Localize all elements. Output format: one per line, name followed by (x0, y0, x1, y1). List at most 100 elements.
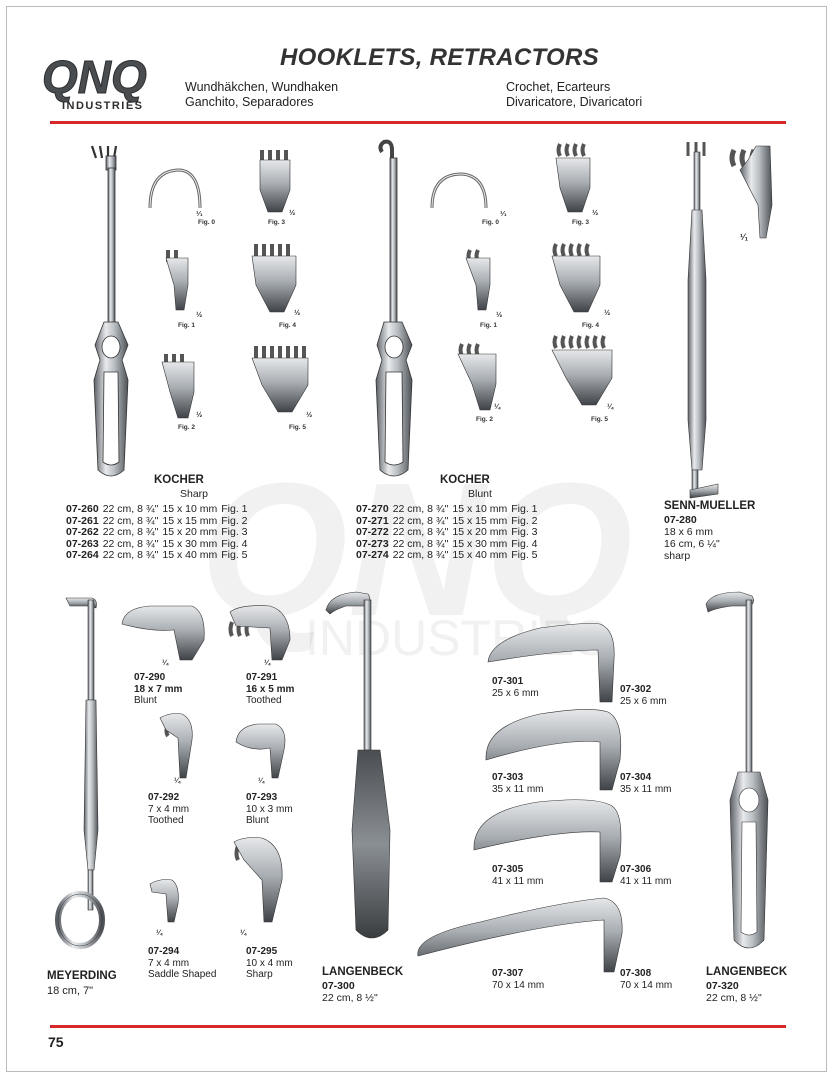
meyerding-item: 07-294 7 x 4 mm Saddle Shaped (148, 946, 216, 981)
item-code: 07-291 (246, 672, 278, 683)
cell-length: 22 cm, 8 ¾" (392, 526, 449, 538)
langenbeck-300-info: 07-300 22 cm, 8 ½" (322, 980, 378, 1004)
footer-rule (50, 1025, 786, 1028)
cell-size: 15 x 15 mm (452, 514, 508, 527)
item-size: 18 x 7 mm (134, 683, 183, 695)
cell-fig: Fig. 3 (221, 526, 248, 538)
cell-fig: Fig. 3 (511, 526, 538, 538)
senn-mueller-detail (729, 145, 773, 239)
scale-label: ¼ (607, 402, 614, 411)
kocher-sharp-fig2 (161, 354, 195, 419)
cell-size: 15 x 10 mm (162, 503, 218, 515)
item-code: 07-301 (492, 676, 524, 687)
cell-code: 07-262 (66, 526, 99, 538)
fig-label: Fig. 5 (289, 424, 306, 431)
german-title: Wundhäkchen, Wundhaken (185, 80, 339, 94)
item-size: 7 x 4 mm (148, 957, 190, 969)
senn-mueller-instrument (686, 142, 719, 499)
qnq-logo: QNQ INDUSTRIES (42, 55, 148, 112)
item-type: Blunt (134, 695, 157, 706)
scale-label: ¼ (264, 658, 271, 667)
blade-07-291 (228, 605, 291, 661)
kocher-blunt-name: KOCHER (440, 474, 490, 486)
cell-fig: Fig. 4 (221, 537, 248, 550)
langenbeck-320-code: 07-320 (706, 980, 739, 992)
senn-mueller-code: 07-280 (664, 514, 697, 526)
cell-fig: Fig. 1 (221, 503, 248, 515)
scale-label: ¼ (174, 776, 181, 785)
langenbeck-blade-301 (487, 623, 615, 703)
scale-label: ¹⁄₁ (500, 209, 507, 218)
blade-07-293 (235, 723, 286, 779)
langenbeck-320-info: 07-320 22 cm, 8 ½" (706, 980, 762, 1004)
blade-label-307: 07-307 70 x 14 mm (492, 968, 544, 991)
senn-mueller-size: 18 x 6 mm (664, 526, 714, 538)
blade-07-295 (233, 837, 283, 923)
cell-length: 22 cm, 8 ¾" (102, 514, 159, 527)
fig-label: Fig. 1 (480, 322, 497, 329)
kocher-sharp-fig0 (148, 168, 202, 209)
svg-text:INDUSTRIES: INDUSTRIES (62, 100, 142, 112)
cell-code: 07-260 (66, 503, 99, 515)
scale-label: ¹⁄₁ (740, 232, 749, 242)
kocher-blunt-fig3 (555, 143, 591, 213)
fig-label: Fig. 0 (198, 219, 215, 226)
cell-fig: Fig. 5 (221, 549, 248, 561)
subtitle-de-es: Wundhäkchen, Wundhaken Ganchito, Separad… (185, 80, 338, 110)
page-number: 75 (48, 1034, 64, 1050)
scale-label: ¹⁄₁ (196, 209, 203, 218)
fig-label: Fig. 1 (178, 322, 195, 329)
langenbeck-blade-303 (485, 709, 622, 791)
blade-label-302: 07-302 25 x 6 mm (620, 684, 667, 707)
meyerding-item: 07-290 18 x 7 mm Blunt (134, 672, 182, 707)
scale-label: ½ (289, 208, 296, 217)
kocher-sharp-fig5 (251, 346, 309, 413)
cell-code: 07-261 (66, 514, 99, 527)
scale-label: ½ (294, 308, 301, 317)
kocher-blunt-fig5 (551, 335, 613, 406)
item-size: 35 x 11 mm (492, 783, 544, 795)
blade-label-308: 07-308 70 x 14 mm (620, 968, 672, 991)
item-code: 07-294 (148, 946, 180, 957)
item-size: 10 x 3 mm (246, 803, 293, 815)
cell-fig: Fig. 1 (511, 503, 538, 515)
cell-code: 07-270 (356, 503, 389, 515)
scale-label: ½ (196, 310, 203, 319)
item-size: 35 x 11 mm (620, 783, 672, 795)
french-title: Crochet, Ecarteurs (506, 80, 611, 94)
kocher-sharp-fig3 (259, 150, 291, 213)
senn-mueller-length: 16 cm, 6 ¼" (664, 538, 720, 550)
item-size: 70 x 14 mm (492, 979, 545, 991)
kocher-sharp-name: KOCHER (154, 474, 204, 486)
langenbeck-blade-307 (417, 897, 623, 973)
cell-code: 07-274 (356, 549, 389, 561)
meyerding-name: MEYERDING (47, 970, 117, 982)
fig-label: Fig. 5 (591, 416, 608, 423)
item-code: 07-293 (246, 792, 278, 803)
senn-mueller-info: 07-280 18 x 6 mm 16 cm, 6 ¼" sharp (664, 514, 720, 562)
blade-07-292 (159, 713, 193, 779)
item-size: 10 x 4 mm (246, 957, 293, 969)
langenbeck-300-name: LANGENBECK (322, 966, 404, 978)
cell-size: 15 x 10 mm (452, 503, 508, 515)
meyerding-item: 07-292 7 x 4 mm Toothed (148, 792, 189, 827)
langenbeck-300-length: 22 cm, 8 ½" (322, 992, 378, 1004)
langenbeck-320-instrument (705, 591, 769, 949)
cell-size: 15 x 30 mm (452, 537, 508, 550)
blade-label-304: 07-304 35 x 11 mm (620, 772, 672, 795)
scale-label: ½ (496, 310, 503, 319)
cell-length: 22 cm, 8 ¾" (102, 503, 159, 515)
spanish-title: Ganchito, Separadores (185, 95, 314, 109)
langenbeck-300-instrument (325, 591, 391, 939)
item-type: Toothed (148, 815, 184, 826)
subtitle-fr-it: Crochet, Ecarteurs Divaricatore, Divaric… (506, 80, 642, 110)
blade-label-306: 07-306 41 x 11 mm (620, 864, 672, 887)
item-type: Saddle Shaped (148, 969, 217, 980)
